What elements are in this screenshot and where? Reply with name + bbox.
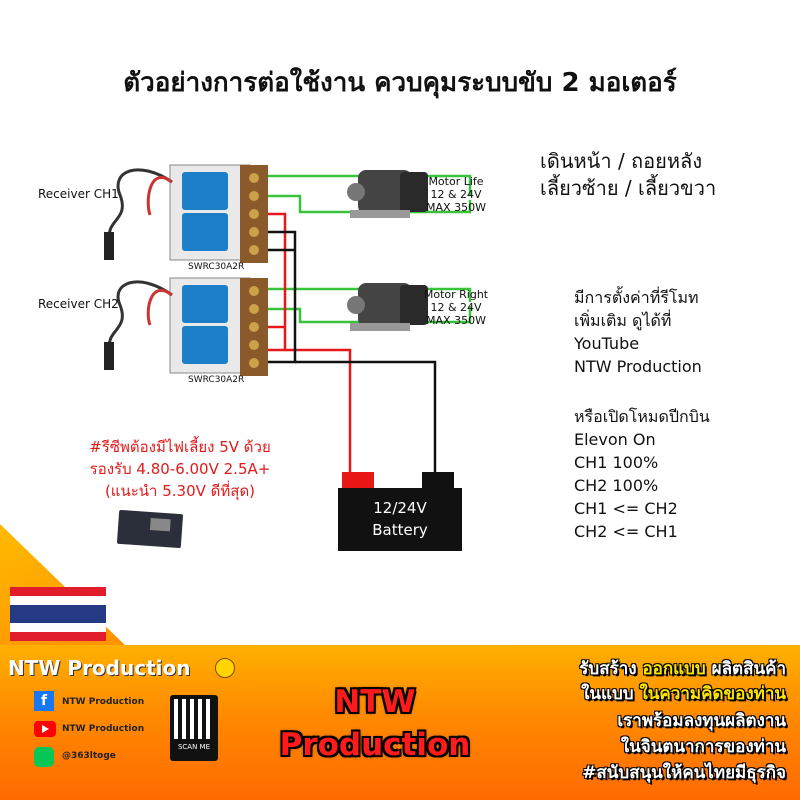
board-ch1-label: SWRC30A2R (188, 262, 245, 272)
line-icon (34, 747, 54, 767)
settings-text: มีการตั้งค่าที่รีโมท เพิ่มเติม ดูได้ที่ … (574, 286, 702, 378)
bec-module-image (117, 509, 183, 549)
slogan-line-5: #สนับสนุนให้คนไทยมีธุรกิจ (582, 763, 786, 783)
slogan-line-4: ในจินตนาการของท่าน (620, 737, 786, 757)
elevon-text: หรือเปิดโหมดปีกบิน Elevon On CH1 100% CH… (574, 405, 710, 543)
receiver-ch1-label: Receiver CH1 (38, 187, 119, 201)
facebook-link[interactable]: NTW Production (62, 697, 145, 707)
battery-voltage: 12/24V (373, 499, 427, 517)
motor-wires-green (268, 174, 472, 324)
brand-logo-icon (215, 658, 235, 678)
receiver-plug-2 (104, 342, 114, 370)
power-note: #รีซีพต้องมีไฟเลี้ยง 5V ด้วย รองรับ 4.80… (62, 436, 298, 502)
qr-code-box[interactable]: SCAN ME (170, 695, 218, 761)
footer-brand: NTW Production (8, 656, 191, 680)
motor-right-voltage: 12 & 24V (430, 301, 482, 314)
elevon-ch1: CH1 100% (574, 453, 659, 472)
slogan-1a: รับสร้าง (579, 659, 637, 679)
footer-banner (0, 645, 800, 800)
qr-scan-label: SCAN ME (177, 743, 211, 751)
motor-left-name: Motor Life (428, 175, 484, 188)
qr-code-icon (174, 699, 214, 739)
slogan-1c: ผลิตสินค้า (711, 659, 786, 679)
page-title: ตัวอย่างการต่อใช้งาน ควบคุมระบบขับ 2 มอเ… (123, 68, 677, 98)
facebook-icon: f (34, 691, 54, 711)
slogan-2b: ในความคิดของท่าน (639, 684, 786, 704)
slogan-line-3: เราพร้อมลงทุนผลิตงาน (617, 711, 786, 731)
slogan-1b: ออกแบบ (642, 659, 706, 679)
battery-label: 12/24V Battery (338, 497, 462, 541)
settings-line-3: YouTube (574, 334, 640, 353)
receiver-cable-1 (107, 168, 173, 241)
banner-production-text: Production (279, 727, 471, 763)
elevon-mix-2: CH2 <= CH1 (574, 522, 678, 541)
youtube-link[interactable]: NTW Production (62, 724, 145, 734)
mode-line-2: เลี้ยวซ้าย / เลี้ยวขวา (540, 176, 717, 200)
elevon-line-1: หรือเปิดโหมดปีกบิน (574, 407, 710, 426)
motor-right-name: Motor Right (423, 288, 489, 301)
motor-left-label: Motor Life 12 & 24V MAX 350W (418, 175, 494, 214)
slogan-2a: ในแบบ (581, 684, 634, 704)
settings-line-1: มีการตั้งค่าที่รีโมท (574, 288, 699, 307)
battery-name: Battery (372, 521, 428, 539)
elevon-line-2: Elevon On (574, 430, 656, 449)
elevon-mix-1: CH1 <= CH2 (574, 499, 678, 518)
receiver-cable-2 (107, 280, 173, 351)
elevon-ch2: CH2 100% (574, 476, 659, 495)
settings-line-2: เพิ่มเติม ดูได้ที่ (574, 311, 672, 330)
motor-right-power: MAX 350W (426, 314, 486, 327)
power-wires-red (268, 212, 352, 475)
relay-1b (182, 213, 228, 251)
relay-board-ch1 (169, 164, 268, 263)
receiver-ch2-label: Receiver CH2 (38, 297, 119, 311)
slogan-line-2: ในแบบ ในความคิดของท่าน (581, 683, 786, 706)
line-id-link[interactable]: @363ltoge (62, 751, 116, 761)
banner-ntw-text: NTW (334, 684, 416, 720)
power-note-line-1: #รีซีพต้องมีไฟเลี้ยง 5V ด้วย (89, 438, 271, 456)
board-ch2-label: SWRC30A2R (188, 375, 245, 385)
settings-line-4: NTW Production (574, 357, 702, 376)
motor-right-image (347, 283, 428, 331)
motor-left-voltage: 12 & 24V (430, 188, 482, 201)
relay-1a (182, 172, 228, 210)
slogan-line-1: รับสร้าง ออกแบบ ผลิตสินค้า (579, 658, 786, 681)
battery-icon (338, 472, 462, 551)
mode-text: เดินหน้า / ถอยหลัง เลี้ยวซ้าย / เลี้ยวขว… (540, 148, 716, 202)
receiver-plug-1 (104, 232, 114, 260)
motor-left-power: MAX 350W (426, 201, 486, 214)
power-wires-black (268, 230, 437, 475)
motor-left-image (347, 170, 428, 218)
mode-line-1: เดินหน้า / ถอยหลัง (540, 149, 703, 173)
youtube-icon (34, 721, 56, 737)
relay-board-ch2 (169, 277, 268, 376)
motor-right-label: Motor Right 12 & 24V MAX 350W (418, 288, 494, 327)
thai-flag-icon (10, 587, 106, 641)
power-note-line-3: (แนะนำ 5.30V ดีที่สุด) (104, 482, 256, 500)
power-note-line-2: รองรับ 4.80-6.00V 2.5A+ (89, 460, 271, 478)
